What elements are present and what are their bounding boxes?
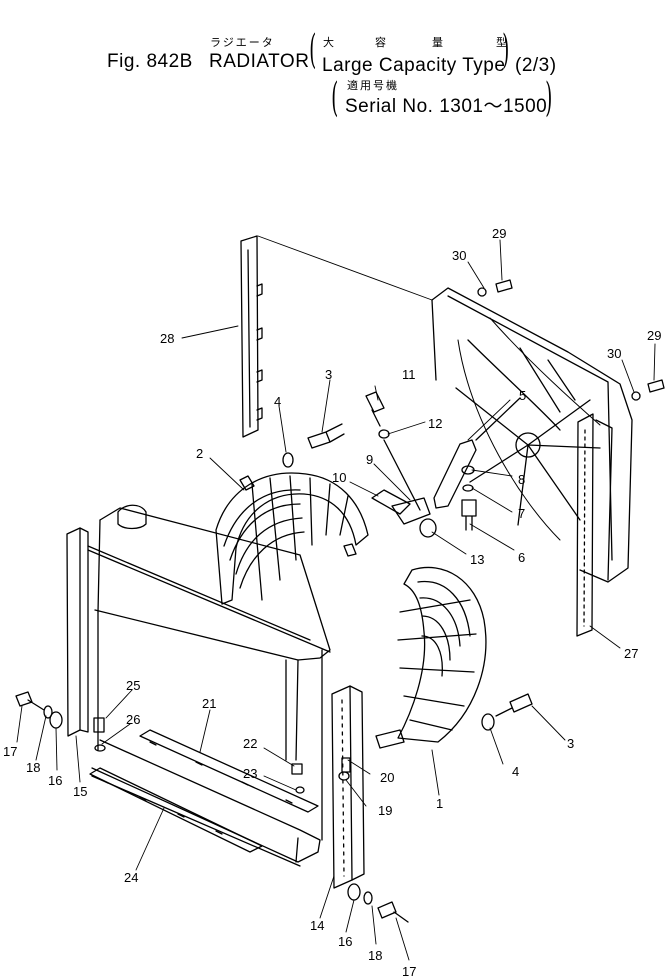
callout-14: 14 xyxy=(310,918,324,933)
callout-22: 22 xyxy=(243,736,257,751)
paren-open-1: ( xyxy=(309,27,317,73)
paren-close-2: ) xyxy=(545,75,553,121)
callout-11: 11 xyxy=(402,367,416,382)
callout-13: 13 xyxy=(470,552,484,567)
callout-23: 23 xyxy=(243,766,257,781)
callout-9: 9 xyxy=(366,452,373,467)
callout-18-left: 18 xyxy=(26,760,40,775)
callout-2: 2 xyxy=(196,446,203,461)
figure-number: Fig. 842B xyxy=(107,51,193,72)
callout-5: 5 xyxy=(519,388,526,403)
sheet-number: (2/3) xyxy=(515,55,557,76)
title-japanese: ラジエータ xyxy=(210,37,275,49)
serial-japanese: 適用号機 xyxy=(347,80,399,92)
callout-30-top: 30 xyxy=(452,248,466,263)
callout-numbers: 28 2 3 4 11 12 5 8 7 6 9 10 13 27 29 30 … xyxy=(3,226,661,979)
bracket-5 xyxy=(433,397,521,509)
figure-title: RADIATOR xyxy=(209,51,310,72)
rail-24 xyxy=(89,767,263,853)
bracket-28 xyxy=(240,235,433,438)
callout-4-top: 4 xyxy=(274,394,281,409)
callout-16-left: 16 xyxy=(48,773,62,788)
type-jp-4: 型 xyxy=(496,37,509,49)
callout-19: 19 xyxy=(378,803,392,818)
callout-12: 12 xyxy=(428,416,442,431)
callout-10: 10 xyxy=(332,470,346,485)
callout-29-right: 29 xyxy=(647,328,661,343)
callout-15: 15 xyxy=(73,784,87,799)
callout-8: 8 xyxy=(518,472,525,487)
callout-20: 20 xyxy=(380,770,394,785)
radiator-core xyxy=(87,504,331,867)
callout-17-bottom: 17 xyxy=(402,964,416,979)
fan-shroud-27 xyxy=(431,287,633,637)
callout-21: 21 xyxy=(202,696,216,711)
type-jp-3: 量 xyxy=(432,37,445,49)
callout-17-left: 17 xyxy=(3,744,17,759)
callout-3-bottom: 3 xyxy=(567,736,574,751)
leader-lines xyxy=(16,239,656,961)
callout-25: 25 xyxy=(126,678,140,693)
serial-range: Serial No. 1301～1500 xyxy=(345,96,548,117)
type-jp-2: 容 xyxy=(375,37,388,49)
pipe-9-10 xyxy=(371,439,431,525)
type-label: Large Capacity Type xyxy=(322,55,506,76)
callout-27: 27 xyxy=(624,646,638,661)
callout-30-right: 30 xyxy=(607,346,621,361)
paren-close-1: ) xyxy=(502,27,510,73)
washers xyxy=(43,287,641,905)
support-15 xyxy=(66,527,89,737)
fan-guard-2 xyxy=(215,472,369,605)
paren-open-2: ( xyxy=(331,75,339,121)
callout-16-bottom: 16 xyxy=(338,934,352,949)
callout-24: 24 xyxy=(124,870,138,885)
callout-29-top: 29 xyxy=(492,226,506,241)
fan-guard-1 xyxy=(375,566,487,749)
rail-21 xyxy=(139,729,319,813)
support-14 xyxy=(331,685,365,889)
type-jp-1: 大 xyxy=(323,37,336,49)
callout-6: 6 xyxy=(518,550,525,565)
callout-28: 28 xyxy=(160,331,174,346)
callout-4-bottom: 4 xyxy=(512,764,519,779)
callout-18-bottom: 18 xyxy=(368,948,382,963)
callout-3-top: 3 xyxy=(325,367,332,382)
bolts xyxy=(15,279,665,923)
callout-1: 1 xyxy=(436,796,443,811)
callout-7: 7 xyxy=(518,506,525,521)
callout-26: 26 xyxy=(126,712,140,727)
